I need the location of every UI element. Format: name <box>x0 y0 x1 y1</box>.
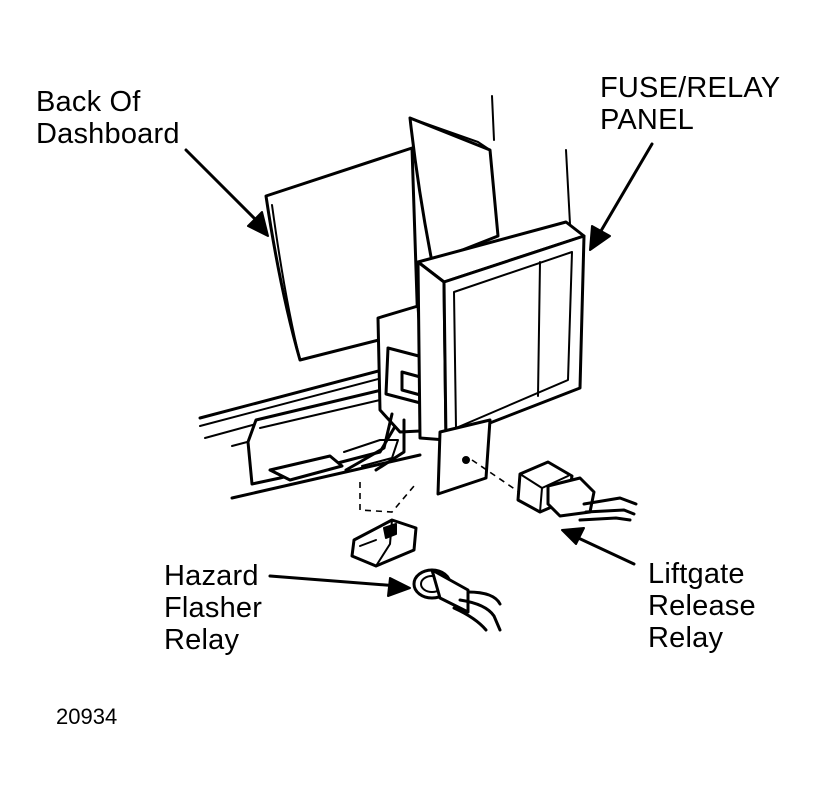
fuse-relay-panel-box <box>416 220 586 442</box>
fuse-relay-panel-label: FUSE/RELAY PANEL <box>600 72 780 136</box>
hazard-flasher-relay-line-2: Flasher <box>164 592 263 624</box>
panel-bracket-tab <box>436 418 492 496</box>
liftgate-arrowhead <box>561 527 585 545</box>
hazard-arrowhead <box>387 577 411 597</box>
figure-number: 20934 <box>56 704 118 729</box>
hazard-flasher-relay-line-3: Relay <box>164 624 240 656</box>
harness-to-hazard <box>344 412 415 513</box>
back-of-dashboard-line-2: Dashboard <box>36 118 180 150</box>
hazard-flasher-relay-label: Hazard Flasher Relay <box>164 560 262 656</box>
callout-arrows <box>184 142 654 597</box>
liftgate-release-relay-line-2: Release <box>648 590 756 622</box>
fuse-relay-panel-line-1: FUSE/RELAY <box>600 72 781 104</box>
hazard-flasher-relay-line-1: Hazard <box>164 560 259 592</box>
back-of-dashboard-label: Back Of Dashboard <box>36 86 180 150</box>
liftgate-release-relay-line-1: Liftgate <box>648 558 745 590</box>
hazard-flasher-relay-body <box>412 568 502 632</box>
hazard-flasher-connector <box>350 518 418 568</box>
dashboard-back-panel <box>264 146 420 362</box>
liftgate-release-relay-line-3: Relay <box>648 622 724 654</box>
liftgate-release-relay-label: Liftgate Release Relay <box>648 558 756 654</box>
dashboard-callout-line <box>184 148 260 224</box>
panel-callout-line <box>596 142 654 238</box>
liftgate-callout-line <box>572 534 636 566</box>
fuse-relay-panel-line-2: PANEL <box>600 104 694 136</box>
back-of-dashboard-line-1: Back Of <box>36 86 141 118</box>
panel-arrowhead <box>589 225 611 251</box>
liftgate-release-relay-body <box>516 460 638 522</box>
dashboard-arrowhead <box>247 211 269 237</box>
hazard-callout-line <box>268 574 400 588</box>
